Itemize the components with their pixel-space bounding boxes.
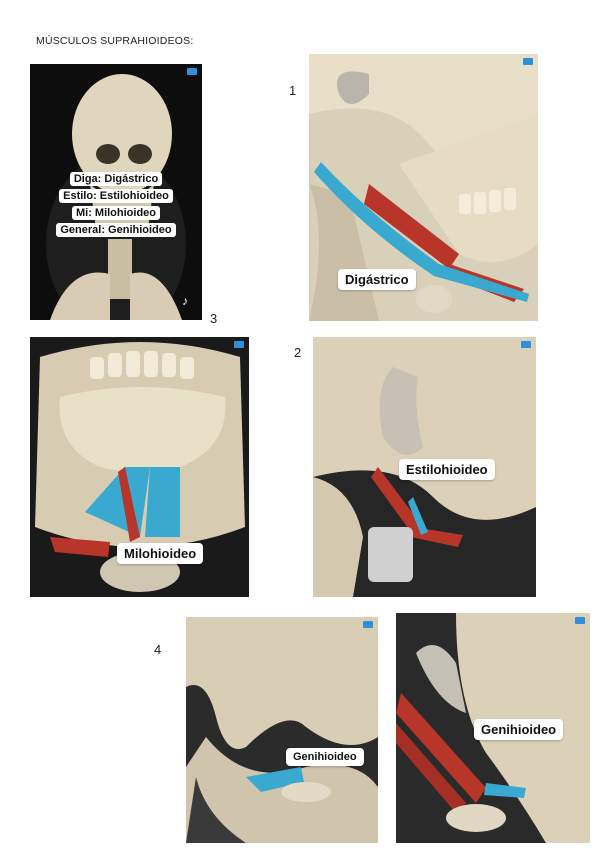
app-badge-icon — [521, 341, 531, 348]
mnemonic-image: Diga: Digástrico Estilo: Estilohioideo M… — [30, 64, 202, 320]
app-badge-icon — [234, 341, 244, 348]
genihioideo-left-image: Genihioideo — [186, 617, 378, 843]
app-badge-icon — [187, 68, 197, 75]
label-estilohioideo: Estilohioideo — [399, 459, 495, 480]
figure-number-2: 2 — [294, 345, 302, 360]
app-badge-icon — [523, 58, 533, 65]
app-badge-icon — [575, 617, 585, 624]
figure-number-1: 1 — [289, 83, 297, 98]
tiktok-logo-icon: ♪ — [182, 294, 188, 308]
figure-number-4: 4 — [154, 642, 162, 657]
mnemonic-line: Diga: Digástrico — [69, 172, 163, 186]
mnemonic-line: Mi: Milohioideo — [71, 206, 161, 220]
figure-number-3: 3 — [210, 311, 218, 326]
label-genihioideo-right: Genihioideo — [474, 719, 564, 740]
label-milohioideo: Milohioideo — [117, 543, 204, 564]
mnemonic-line: General: Genihioideo — [56, 223, 176, 237]
label-digastrico: Digástrico — [338, 269, 416, 290]
app-badge-icon — [363, 621, 373, 628]
mnemonic-list: Diga: Digástrico Estilo: Estilohioideo M… — [30, 172, 202, 237]
digastrico-image: Digástrico — [309, 54, 538, 321]
milohioideo-image: Milohioideo — [30, 337, 249, 597]
mnemonic-line: Estilo: Estilohioideo — [59, 189, 173, 203]
genihioideo-right-image: Genihioideo — [396, 613, 590, 843]
page-title: MÚSCULOS SUPRAHIOIDEOS: — [36, 35, 194, 47]
label-genihioideo-left: Genihioideo — [286, 748, 364, 766]
estilohioideo-image: Estilohioideo — [313, 337, 536, 597]
